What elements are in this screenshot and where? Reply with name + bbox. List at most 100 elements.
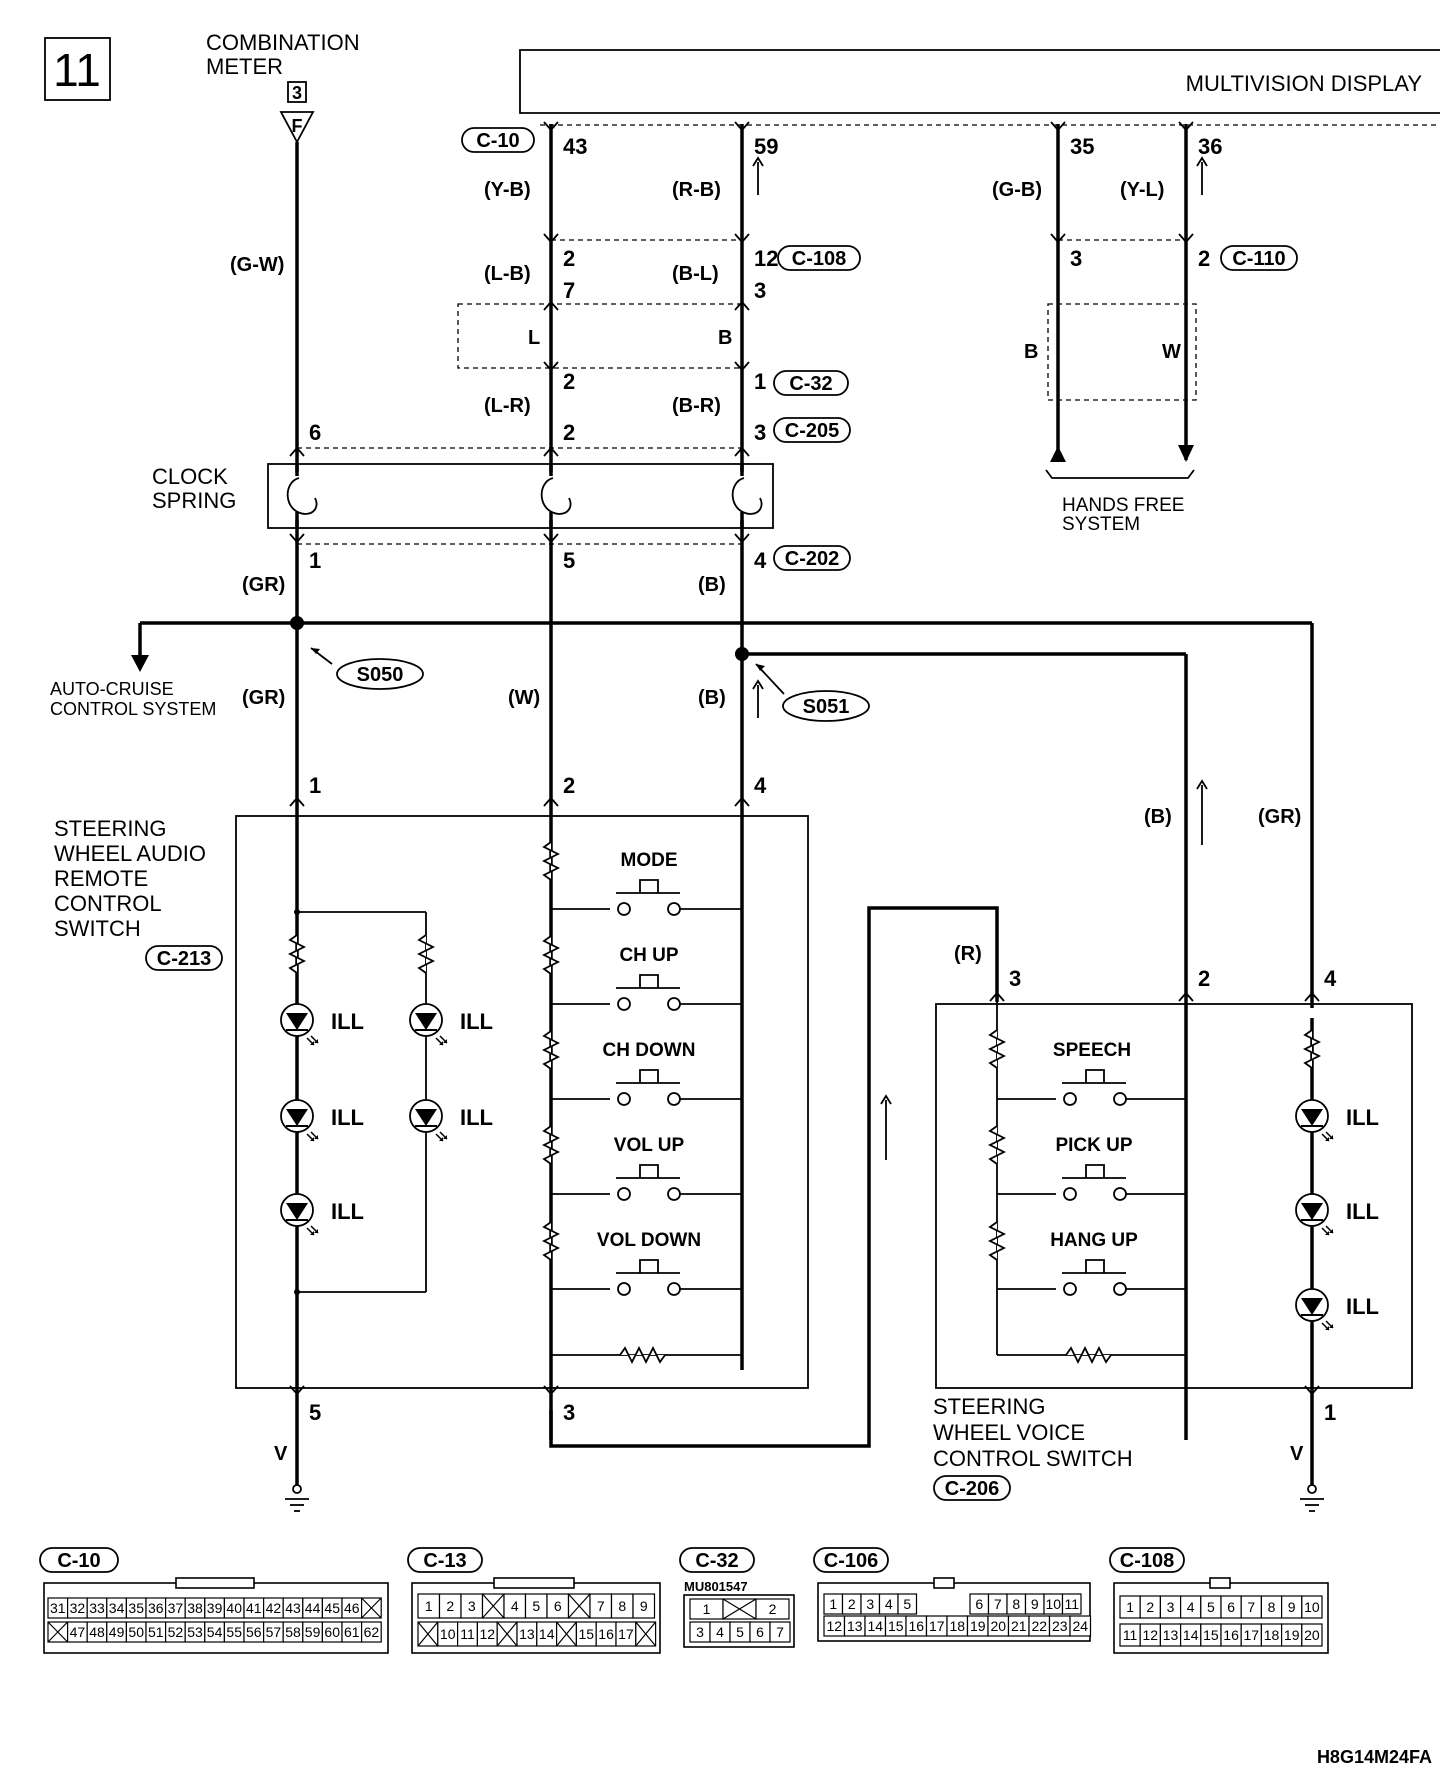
connector-pin-number: 1 [1126, 1599, 1134, 1615]
connector-pin-number: 5 [1207, 1599, 1215, 1615]
connector-cell [1301, 1623, 1323, 1647]
svg-text:ILL: ILL [331, 1009, 364, 1034]
svg-text:AUTO-CRUISE: AUTO-CRUISE [50, 679, 174, 699]
connector-pin-number: 17 [1244, 1627, 1260, 1643]
connector-pin-number: 20 [990, 1618, 1006, 1634]
svg-text:1: 1 [754, 369, 766, 394]
connector-pin-number: 3 [696, 1624, 704, 1640]
svg-text:C-13: C-13 [423, 1550, 466, 1572]
svg-text:(GR): (GR) [1258, 806, 1301, 828]
switch-ch-down: CH DOWN [603, 1040, 696, 1061]
connector-pin-number: 21 [1011, 1618, 1027, 1634]
svg-text:SYSTEM: SYSTEM [1062, 514, 1140, 535]
connector-pin-number: 19 [970, 1618, 986, 1634]
connector-tags: C-108 C-110 C-32 C-205 C-202 [773, 245, 1298, 571]
connector-pin-number: 6 [975, 1596, 983, 1612]
connector-pin-number: 7 [994, 1596, 1002, 1612]
connector-pin-number: 17 [618, 1626, 634, 1642]
connector-cell [361, 1621, 382, 1643]
svg-text:2: 2 [1198, 246, 1210, 271]
svg-text:35: 35 [1070, 134, 1094, 159]
connector-pin-number: 8 [1268, 1599, 1276, 1615]
connector-c10-tag: C-10 [461, 127, 535, 153]
svg-text:WHEEL AUDIO: WHEEL AUDIO [54, 841, 206, 866]
multivision-display-label: MULTIVISION DISPLAY [1186, 71, 1423, 96]
connector-pin-number: 6 [1227, 1599, 1235, 1615]
svg-text:5: 5 [309, 1400, 321, 1425]
svg-text:(L-R): (L-R) [484, 395, 531, 417]
connector-cell [632, 1593, 656, 1619]
connector-pin-number: 55 [226, 1624, 242, 1640]
connector-pin-number: 5 [736, 1624, 744, 1640]
svg-text:(B): (B) [1144, 806, 1172, 828]
connector-pin-number: 10 [1045, 1596, 1061, 1612]
terminal-marks [289, 121, 1320, 1395]
svg-text:STEERING: STEERING [933, 1394, 1045, 1419]
connector-pin-number: 22 [1031, 1618, 1047, 1634]
connector-pin-number: 39 [207, 1600, 223, 1616]
blank-cavity-mark [635, 1621, 657, 1647]
pin-numbers: 43 59 35 36 2 12 3 2 7 3 2 1 6 2 3 1 5 4… [309, 134, 1337, 1425]
connector-pin-number: 15 [579, 1626, 595, 1642]
svg-text:(L-B): (L-B) [484, 263, 531, 285]
combination-meter-label-1: COMBINATION [206, 30, 360, 55]
connector-cell [1069, 1615, 1092, 1637]
svg-text:(G-B): (G-B) [992, 179, 1042, 201]
connector-pin-number: 15 [1203, 1627, 1219, 1643]
svg-text:2: 2 [563, 369, 575, 394]
connector-pin-number: 41 [246, 1600, 262, 1616]
hands-free-system: HANDS FREE SYSTEM [1045, 469, 1195, 535]
svg-text:3: 3 [754, 420, 766, 445]
blank-cavity-mark [556, 1621, 577, 1647]
connector-pin-number: 5 [903, 1596, 911, 1612]
connector-pin-number: 18 [949, 1618, 965, 1634]
svg-text:C-110: C-110 [1232, 248, 1285, 270]
connector-pin-number: 56 [246, 1624, 262, 1640]
connector-pin-number: 3 [468, 1598, 476, 1614]
svg-text:5: 5 [563, 548, 575, 573]
connector-pin-number: 46 [344, 1600, 360, 1616]
svg-text:C-213: C-213 [157, 948, 211, 970]
svg-text:2: 2 [563, 773, 575, 798]
connector-pin-number: 18 [1264, 1627, 1280, 1643]
connector-pin-number: 8 [1012, 1596, 1020, 1612]
svg-text:(Y-B): (Y-B) [484, 179, 531, 201]
diagram-code: H8G14M24FA [1317, 1747, 1432, 1767]
connector-pin-number: 2 [446, 1598, 454, 1614]
svg-text:C-205: C-205 [785, 420, 839, 442]
connector-pin-number: 4 [511, 1598, 519, 1614]
svg-text:CONTROL SYSTEM: CONTROL SYSTEM [50, 699, 216, 719]
svg-text:2: 2 [563, 246, 575, 271]
switch-speech: SPEECH [1053, 1040, 1131, 1061]
connector-pin-number: 36 [148, 1600, 164, 1616]
connector-pin-number: 32 [70, 1600, 86, 1616]
switch-vol-down: VOL DOWN [597, 1230, 701, 1251]
connector-cell [1061, 1593, 1082, 1615]
blank-cavity-mark [361, 1597, 382, 1619]
svg-text:6: 6 [309, 420, 321, 445]
svg-text:1: 1 [1324, 1400, 1336, 1425]
svg-text:4: 4 [754, 773, 767, 798]
svg-text:ILL: ILL [1346, 1199, 1379, 1224]
connector-pin-number: 11 [1123, 1627, 1138, 1643]
connector-pin-number: 61 [344, 1624, 360, 1640]
page-number: 11 [53, 44, 101, 96]
svg-text:C-108: C-108 [1120, 1550, 1174, 1572]
connector-pin-number: 14 [867, 1618, 883, 1634]
svg-text:ILL: ILL [1346, 1294, 1379, 1319]
svg-text:HANDS FREE: HANDS FREE [1062, 495, 1184, 516]
combination-meter-label-2: METER [206, 54, 283, 79]
svg-text:CONTROL: CONTROL [54, 891, 162, 916]
connector-pin-number: 13 [1163, 1627, 1179, 1643]
svg-text:REMOTE: REMOTE [54, 866, 148, 891]
connector-pin-number: 14 [539, 1626, 555, 1642]
connector-pin-number: 9 [1031, 1596, 1039, 1612]
connector-pin-number: 24 [1072, 1618, 1088, 1634]
ground-icon [284, 1484, 310, 1512]
blank-cavity-mark [568, 1593, 591, 1619]
connector-cell [897, 1593, 918, 1615]
svg-text:(W): (W) [508, 687, 540, 709]
connector-cell [769, 1621, 791, 1643]
